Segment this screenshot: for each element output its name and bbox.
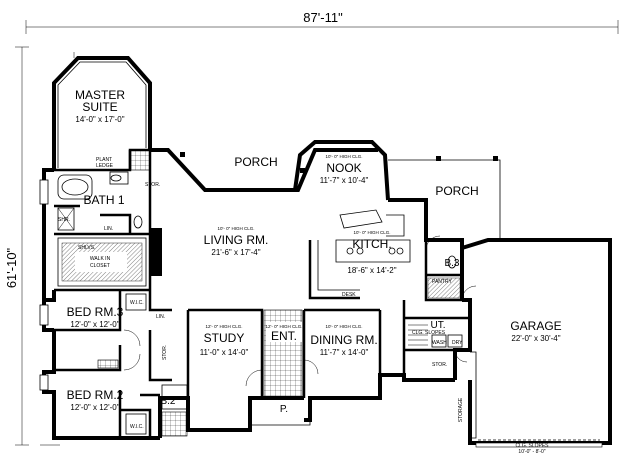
- dining-name: DINING RM.: [310, 333, 377, 347]
- porch-side-name: PORCH: [435, 184, 478, 198]
- lin-label: LIN.: [104, 226, 113, 232]
- shlvs-label: SHLVS.: [78, 245, 95, 251]
- living-size: 21'-6" x 17'-4": [211, 248, 260, 257]
- room-bed2: BED RM.2 12'-0" x 12'-0": [67, 388, 124, 412]
- room-garage: GARAGE 22'-0" x 30'-4": [510, 319, 561, 343]
- study-ceiling-note: 12'- 0" HIGH CLG.: [206, 324, 243, 329]
- kitchen-size: 18'-6" x 14'-2": [347, 266, 396, 275]
- garage-clg-note-1: CLG. SLOPES: [515, 443, 549, 449]
- room-bed3: BED RM.3 12'-0" x 12'-0": [67, 305, 124, 329]
- exterior-walls: [42, 56, 612, 445]
- wic-label-bed2: W.I.C.: [130, 424, 144, 430]
- room-study: 12'- 0" HIGH CLG. STUDY 11'-0" x 14'-0": [200, 324, 249, 357]
- depth-dimension-label: 61'-10": [4, 247, 19, 288]
- wash-label: WASH: [432, 340, 447, 346]
- plant-ledge-label-1: PLANT: [96, 157, 112, 163]
- nook-size: 11'-7" x 10'-4": [320, 176, 369, 185]
- living-ceiling-note: 10'- 0" HIGH CLG.: [218, 226, 255, 231]
- room-living: 10'- 0" HIGH CLG. LIVING RM. 21'-6" x 17…: [204, 226, 269, 257]
- pantry-label: PANTRY: [432, 279, 452, 285]
- width-dimension-label: 87'-11": [303, 10, 343, 25]
- dining-size: 11'-7" x 14'-0": [320, 348, 369, 357]
- bed3-size: 12'-0" x 12'-0": [70, 320, 119, 329]
- study-size: 11'-0" x 14'-0": [200, 348, 249, 357]
- entry-ceiling-note: 12'- 0" HIGH CLG.: [266, 324, 303, 329]
- garage-name: GARAGE: [510, 319, 561, 333]
- wic-label-bed3: W.I.C.: [130, 300, 144, 306]
- dining-ceiling-note: 10'- 0" HIGH CLG.: [326, 324, 363, 329]
- storage-label: STORAGE: [458, 397, 464, 422]
- rear-porch-outline: [167, 149, 305, 191]
- stor-label: STOR.: [145, 182, 160, 188]
- room-entry: 12'- 0" HIGH CLG. ENT.: [266, 322, 303, 343]
- walk-in-label-2: CLOSET: [90, 263, 110, 269]
- plant-ledge-label-2: LEDGE: [96, 163, 114, 169]
- front-porch-name: P.: [280, 404, 288, 415]
- bath1-name: BATH 1: [83, 193, 124, 207]
- b2-name: B.2: [160, 396, 175, 407]
- master-suite-name-2: SUITE: [82, 100, 117, 114]
- master-suite-name-1: MASTER: [75, 88, 125, 102]
- porch-rear-name: PORCH: [234, 155, 277, 169]
- ut-clg-slopes-label: CLG. SLOPES: [412, 330, 446, 336]
- nook-name: NOOK: [326, 161, 361, 175]
- garage-clg-note-2: 10'-0" - 8'-0": [518, 449, 545, 455]
- room-nook: 10'- 0" HIGH CLG. NOOK 11'-7" x 10'-4": [320, 154, 369, 185]
- shr-label: SHR.: [58, 217, 70, 223]
- kitchen-ceiling-note: 10'- 0" HIGH CLG.: [354, 230, 391, 235]
- garage-size: 22'-0" x 30'-4": [511, 334, 560, 343]
- bed3-name: BED RM.3: [67, 305, 124, 319]
- kitchen-name: KITCH.: [352, 237, 391, 251]
- living-name: LIVING RM.: [204, 233, 269, 247]
- room-dining: 10'- 0" HIGH CLG. DINING RM. 11'-7" x 14…: [310, 324, 377, 357]
- walk-in-label-1: WALK IN: [90, 256, 111, 262]
- master-suite-size: 14'-0" x 17'-0": [75, 115, 124, 124]
- room-master-suite: MASTER SUITE 14'-0" x 17'-0": [75, 88, 125, 124]
- room-kitchen: 10'- 0" HIGH CLG. KITCH. 18'-6" x 14'-2": [347, 230, 396, 275]
- width-dimension: 87'-11": [25, 10, 619, 34]
- bed2-size: 12'-0" x 12'-0": [70, 403, 119, 412]
- entry-name: ENT.: [271, 329, 297, 343]
- study-name: STUDY: [204, 331, 245, 345]
- lin-label-hall: LIN.: [156, 314, 165, 320]
- stor-label-utility: STOR.: [432, 362, 447, 368]
- side-porch-outline: [388, 156, 501, 240]
- nook-ceiling-note: 10'- 0" HIGH CLG.: [326, 154, 363, 159]
- stor-label-hall: STOR.: [162, 345, 168, 360]
- ut-name: UT.: [431, 320, 446, 331]
- b3-name: B.3: [444, 258, 459, 269]
- dry-label: DRY: [452, 340, 463, 346]
- depth-dimension: 61'-10": [4, 46, 29, 446]
- desk-label: DESK: [342, 292, 356, 298]
- fixtures: [39, 149, 603, 448]
- bed2-name: BED RM.2: [67, 388, 124, 402]
